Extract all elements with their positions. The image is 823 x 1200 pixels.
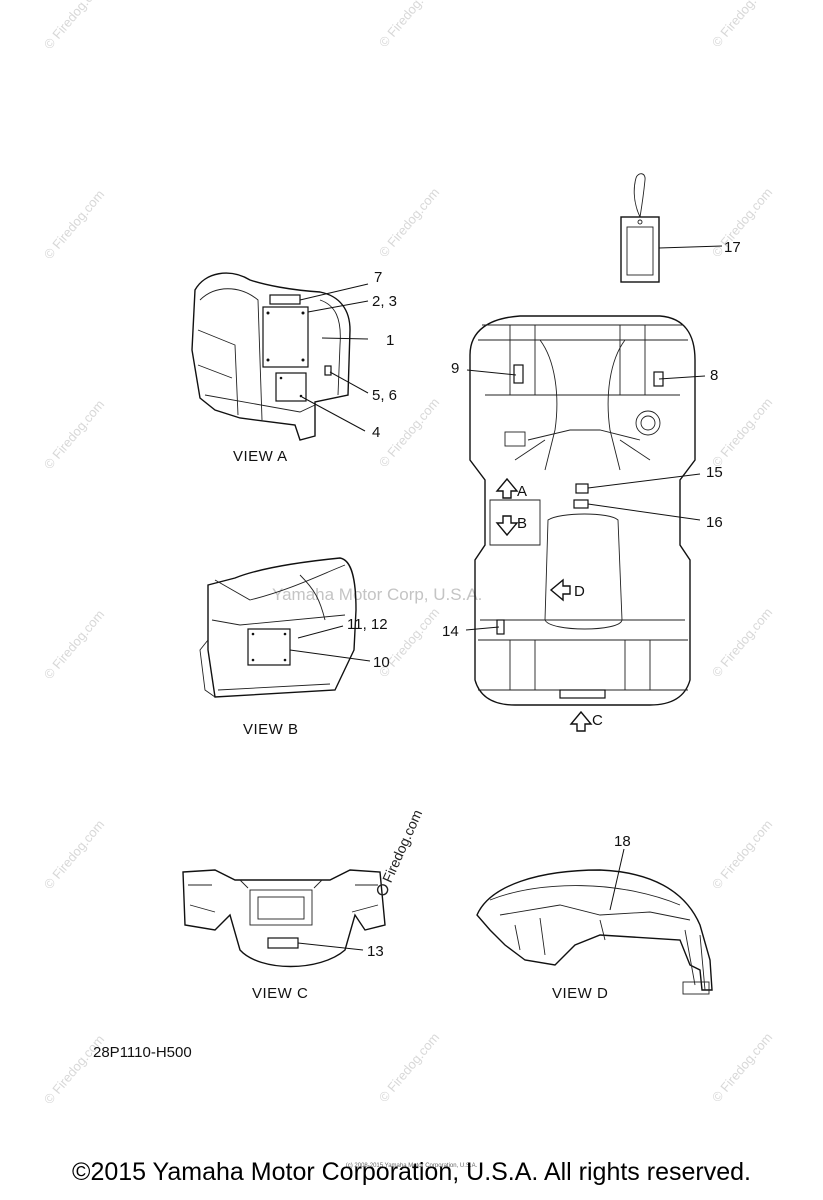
decal-warning-label (262, 306, 309, 368)
callout-16: 16 (706, 514, 723, 531)
view-b-illustration (199, 557, 357, 698)
callout-11-12: 11, 12 (347, 616, 388, 633)
callout-4: 4 (372, 424, 380, 441)
arrow-label-d: D (574, 583, 585, 600)
arrow-down-icon (495, 515, 519, 537)
arrow-label-c: C (592, 712, 603, 729)
callout-17: 17 (724, 239, 741, 256)
diagram-code: 28P1110-H500 (93, 1044, 192, 1061)
watermark: © Firedog.com (41, 187, 107, 262)
view-c-label: VIEW C (252, 985, 308, 1002)
arrow-left-icon (549, 578, 571, 602)
callout-2-3: 2, 3 (372, 293, 397, 310)
watermark: © Firedog.com (41, 817, 107, 892)
watermark: © Firedog.com (376, 0, 442, 50)
atv-top-view (469, 315, 696, 706)
decal-seat-left (513, 364, 524, 384)
view-b-label: VIEW B (243, 721, 299, 738)
view-c-illustration (182, 869, 386, 968)
watermark: © Firedog.com (709, 817, 775, 892)
callout-14: 14 (442, 623, 459, 640)
watermark: © Firedog.com (709, 395, 775, 470)
callout-13: 13 (367, 943, 384, 960)
callout-1: 1 (386, 332, 394, 349)
view-a-label: VIEW A (233, 448, 288, 465)
view-d-illustration (476, 869, 713, 995)
watermark: © Firedog.com (376, 1030, 442, 1105)
callout-10: 10 (373, 654, 390, 671)
callout-7: 7 (374, 269, 382, 286)
decal-strip (269, 294, 301, 305)
watermark: © Firedog.com (41, 0, 107, 52)
view-b-leaders (289, 625, 371, 662)
decal-panel-label (247, 628, 291, 666)
arrow-label-b: B (517, 515, 527, 532)
watermark: © Firedog.com (41, 397, 107, 472)
decal-tank-upper (575, 483, 589, 494)
watermark: © Firedog.com (709, 185, 775, 260)
view-d-label: VIEW D (552, 985, 608, 1002)
watermark-grid: © Firedog.com © Firedog.com © Firedog.co… (41, 0, 775, 1107)
callout-18: 18 (614, 833, 631, 850)
top-view-leaders (465, 369, 706, 631)
watermark: © Firedog.com (709, 0, 775, 50)
fineprint: (c) 2008-2015 Yamaha Motor Corporation, … (345, 1163, 478, 1169)
watermark: © Firedog.com (41, 607, 107, 682)
arrow-up-icon (495, 477, 519, 499)
watermark: © Firedog.com (709, 1030, 775, 1105)
center-watermark: Yamaha Motor Corp, U.S.A. (272, 585, 482, 604)
view-a-illustration (191, 272, 351, 441)
callout-5-6: 5, 6 (372, 387, 397, 404)
firedog-stamp-text: Firedog.com (379, 807, 425, 885)
decal-cowl-label (267, 937, 299, 949)
view-a-leaders (299, 283, 369, 432)
watermark: © Firedog.com (709, 605, 775, 680)
arrow-up-icon (569, 710, 593, 732)
decal-tank-lower (573, 499, 589, 509)
callout-15: 15 (706, 464, 723, 481)
hang-tag-illustration (620, 173, 660, 283)
watermark: © Firedog.com (376, 185, 442, 260)
copyright-footer: ©2015 Yamaha Motor Corporation, U.S.A. A… (72, 1158, 751, 1186)
arrow-label-a: A (517, 483, 527, 500)
callout-9: 9 (451, 360, 459, 377)
callout-8: 8 (710, 367, 718, 384)
watermark: © Firedog.com (376, 395, 442, 470)
view-arrows (495, 477, 593, 732)
